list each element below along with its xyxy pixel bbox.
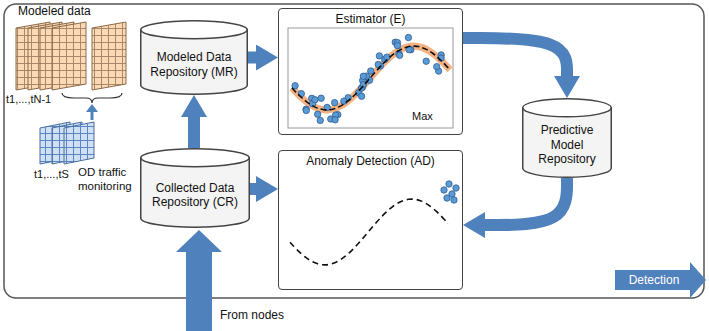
cylinder-body bbox=[141, 157, 250, 227]
cylinder-body bbox=[523, 107, 612, 177]
cylinder-top bbox=[141, 21, 248, 39]
figure-label: t1,...,tN-1 bbox=[6, 93, 62, 106]
estimator-chart bbox=[292, 34, 450, 123]
sample-dot bbox=[376, 53, 382, 59]
monitoring-frames bbox=[40, 122, 94, 164]
node-label: Predictive Model Repository bbox=[528, 123, 606, 166]
figure-label: t1,...,tS bbox=[34, 168, 80, 181]
node-label: Anomaly Detection (AD) bbox=[284, 154, 457, 168]
brace bbox=[62, 93, 122, 103]
anomaly-dot bbox=[444, 195, 450, 201]
model-curve bbox=[290, 199, 448, 265]
node-label: Estimator (E) bbox=[284, 12, 457, 26]
sample-dot bbox=[396, 52, 402, 58]
chart-annotation: Max bbox=[412, 110, 448, 123]
modeled-frames bbox=[16, 22, 126, 90]
sample-dot bbox=[314, 111, 320, 117]
sample-dot bbox=[358, 93, 364, 99]
figure-label: Modeled data bbox=[18, 4, 128, 18]
model-curve bbox=[292, 46, 450, 110]
flow-arrow bbox=[248, 52, 256, 64]
node-label: Modeled Data Repository (MR) bbox=[146, 50, 242, 79]
cylinder-top bbox=[523, 99, 612, 117]
flow-arrow bbox=[463, 38, 567, 76]
process-box: Anomaly Detection (AD) bbox=[278, 150, 463, 290]
sample-dot bbox=[331, 99, 337, 105]
input-arrow bbox=[176, 230, 222, 331]
output-label: Detection bbox=[618, 273, 690, 287]
flow-arrow bbox=[188, 117, 200, 148]
figure-label: From nodes bbox=[220, 308, 300, 322]
node-label: Collected Data Repository (CR) bbox=[146, 181, 244, 210]
fit-band bbox=[292, 46, 450, 110]
detection-arrow bbox=[615, 262, 706, 298]
sample-dot bbox=[434, 63, 440, 69]
system-frame bbox=[4, 4, 704, 298]
anomaly-dot bbox=[451, 197, 457, 203]
chart-frame bbox=[288, 28, 453, 128]
figure-label: OD traffic monitoring bbox=[78, 166, 140, 194]
sample-dot bbox=[394, 42, 400, 48]
sample-dot bbox=[341, 98, 347, 104]
cylinder-top bbox=[141, 149, 250, 167]
repository-cylinder: Collected Data Repository (CR) bbox=[140, 148, 250, 228]
sample-dot bbox=[405, 34, 411, 40]
sample-dot bbox=[317, 117, 323, 123]
flow-arrow bbox=[250, 183, 256, 195]
small-arrow bbox=[91, 111, 94, 120]
sample-dot bbox=[332, 117, 338, 123]
sample-dot bbox=[423, 58, 429, 64]
anomaly-chart bbox=[290, 181, 459, 265]
process-box: Estimator (E) bbox=[278, 8, 463, 135]
sample-dot bbox=[360, 73, 366, 79]
sample-dot bbox=[303, 107, 309, 113]
anomaly-dot bbox=[453, 185, 459, 191]
anomaly-dot bbox=[441, 187, 447, 193]
flow-arrow bbox=[485, 178, 567, 225]
small-arrowhead bbox=[86, 104, 98, 112]
repository-cylinder: Predictive Model Repository bbox=[522, 98, 612, 178]
sample-dot bbox=[312, 97, 318, 103]
sample-dot bbox=[318, 95, 324, 101]
anomaly-dot bbox=[446, 181, 452, 187]
repository-cylinder: Modeled Data Repository (MR) bbox=[140, 20, 248, 95]
